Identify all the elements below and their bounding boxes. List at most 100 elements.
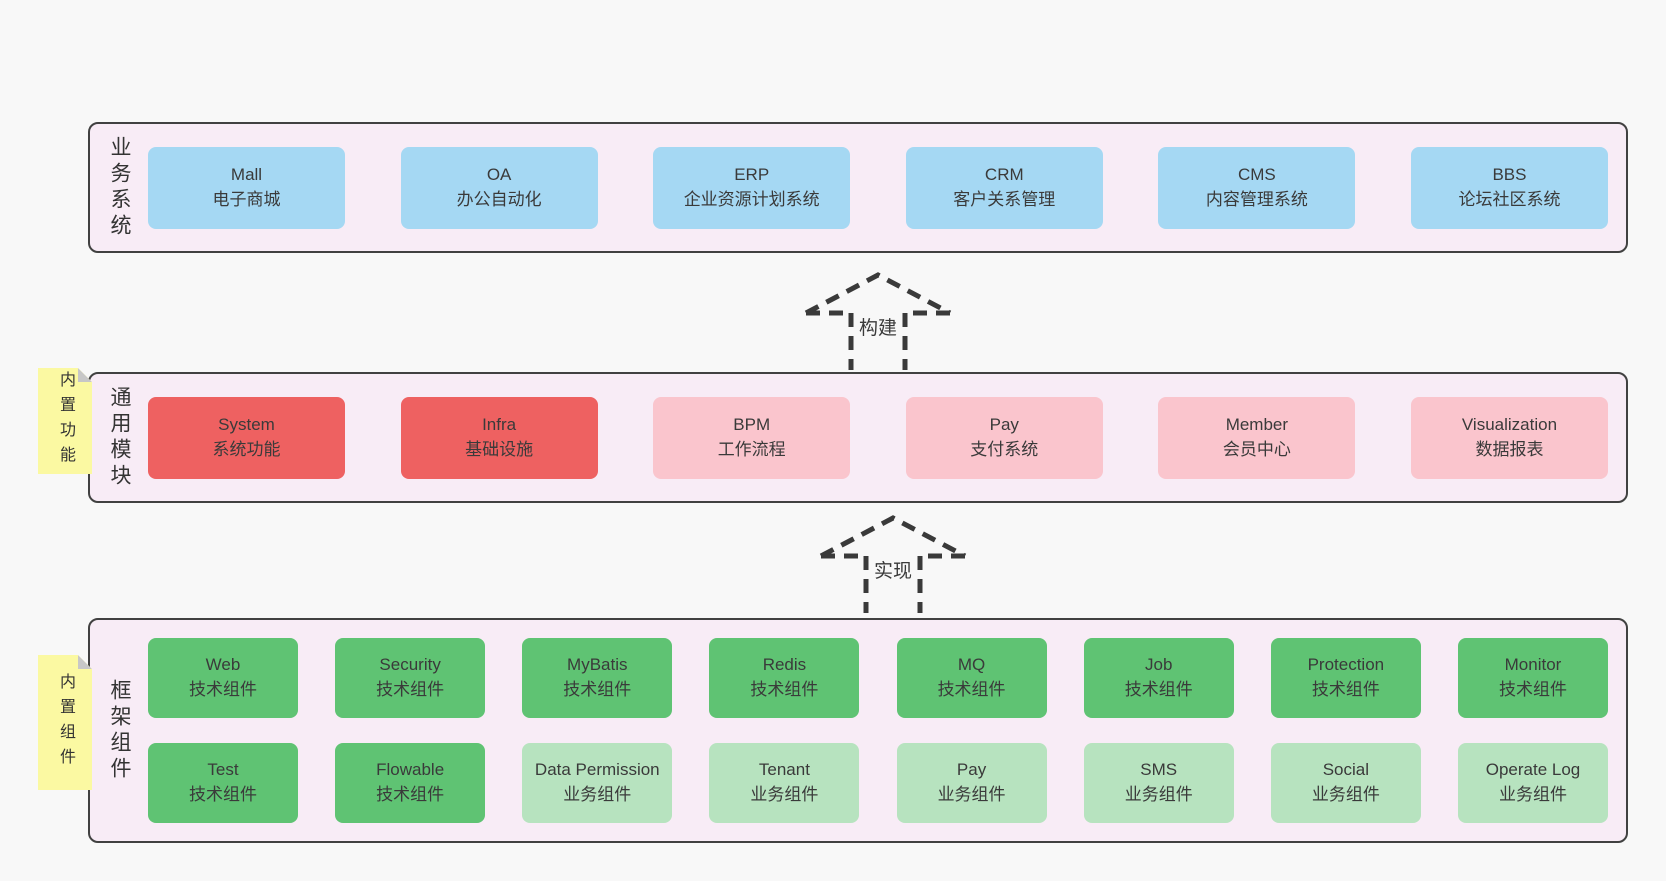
band-label: 通用模块 bbox=[108, 385, 131, 490]
box-subtitle: 支付系统 bbox=[970, 439, 1039, 459]
band-common-modules: 通用模块 System 系统功能 Infra 基础设施 BPM 工作流程 Pay… bbox=[88, 372, 1628, 503]
box-title: Pay bbox=[989, 414, 1019, 434]
band-label: 业务系统 bbox=[108, 135, 131, 240]
sticky-built-in-components: 内置组件 bbox=[38, 655, 92, 790]
box-subtitle: 电子商城 bbox=[212, 189, 281, 209]
box-flowable: Flowable 技术组件 bbox=[335, 743, 486, 823]
box-title: CMS bbox=[1237, 164, 1276, 184]
box-crm: CRM 客户关系管理 bbox=[905, 146, 1103, 229]
sticky-label: 内置功能 bbox=[57, 371, 74, 471]
box-subtitle: 业务组件 bbox=[1498, 785, 1567, 804]
box-subtitle: 办公自动化 bbox=[456, 189, 542, 209]
box-subtitle: 业务组件 bbox=[1311, 785, 1380, 804]
box-subtitle: 业务组件 bbox=[563, 785, 632, 804]
box-subtitle: 技术组件 bbox=[1124, 680, 1193, 699]
box-subtitle: 技术组件 bbox=[937, 680, 1006, 699]
box-title: CRM bbox=[984, 164, 1024, 184]
box-subtitle: 客户关系管理 bbox=[953, 189, 1056, 209]
arrow-label: 实现 bbox=[868, 554, 918, 585]
component-row-1: Web 技术组件 Security 技术组件 MyBatis 技术组件 Redi… bbox=[148, 638, 1608, 718]
box-subtitle: 基础设施 bbox=[465, 439, 534, 459]
box-bbs: BBS 论坛社区系统 bbox=[1410, 146, 1608, 229]
box-protection: Protection 技术组件 bbox=[1270, 638, 1421, 718]
box-tenant: Tenant 业务组件 bbox=[709, 743, 860, 823]
box-subtitle: 技术组件 bbox=[189, 680, 257, 699]
box-erp: ERP 企业资源计划系统 bbox=[653, 146, 851, 229]
band-content: System 系统功能 Infra 基础设施 BPM 工作流程 Pay 支付系统… bbox=[148, 374, 1626, 501]
box-data-permission: Data Permission 业务组件 bbox=[522, 743, 673, 823]
band-content: Web 技术组件 Security 技术组件 MyBatis 技术组件 Redi… bbox=[148, 620, 1626, 841]
box-subtitle: 技术组件 bbox=[189, 785, 257, 804]
box-title: Redis bbox=[762, 655, 807, 675]
up-arrow-icon bbox=[804, 272, 952, 370]
box-subtitle: 技术组件 bbox=[1498, 680, 1567, 699]
box-subtitle: 业务组件 bbox=[1124, 785, 1193, 804]
box-subtitle: 技术组件 bbox=[376, 785, 445, 804]
box-social: Social 业务组件 bbox=[1270, 743, 1421, 823]
box-subtitle: 系统功能 bbox=[212, 439, 281, 459]
band-label: 框架组件 bbox=[108, 678, 131, 783]
box-title: Social bbox=[1322, 760, 1369, 780]
box-mq: MQ 技术组件 bbox=[896, 638, 1047, 718]
component-row-2: Test 技术组件 Flowable 技术组件 Data Permission … bbox=[148, 743, 1608, 823]
box-title: Test bbox=[207, 760, 239, 780]
box-mall: Mall 电子商城 bbox=[148, 146, 345, 229]
box-title: ERP bbox=[734, 164, 770, 184]
box-visualization: Visualization 数据报表 bbox=[1410, 396, 1608, 479]
box-subtitle: 会员中心 bbox=[1222, 439, 1291, 459]
box-title: Monitor bbox=[1504, 655, 1562, 675]
box-title: Tenant bbox=[758, 760, 810, 780]
box-title: System bbox=[218, 414, 275, 434]
box-title: BBS bbox=[1492, 164, 1527, 184]
box-subtitle: 内容管理系统 bbox=[1205, 189, 1308, 209]
sticky-label: 内置组件 bbox=[57, 672, 74, 773]
box-bpm: BPM 工作流程 bbox=[653, 396, 851, 479]
box-title: Security bbox=[379, 655, 441, 675]
box-cms: CMS 内容管理系统 bbox=[1158, 146, 1356, 229]
box-pay-biz: Pay 业务组件 bbox=[896, 743, 1047, 823]
box-title: MyBatis bbox=[567, 655, 628, 675]
box-subtitle: 数据报表 bbox=[1475, 439, 1544, 459]
box-oa: OA 办公自动化 bbox=[400, 146, 598, 229]
box-title: MQ bbox=[957, 655, 986, 675]
box-title: Flowable bbox=[376, 760, 445, 780]
sticky-built-in-features: 内置功能 bbox=[38, 368, 92, 474]
box-title: Infra bbox=[482, 414, 517, 434]
box-infra: Infra 基础设施 bbox=[400, 396, 598, 479]
box-title: Job bbox=[1144, 655, 1173, 675]
arrow-build: 构建 bbox=[798, 270, 958, 370]
box-test: Test 技术组件 bbox=[148, 743, 298, 823]
box-sms: SMS 业务组件 bbox=[1083, 743, 1234, 823]
box-mybatis: MyBatis 技术组件 bbox=[522, 638, 673, 718]
up-arrow-icon bbox=[819, 515, 967, 613]
box-subtitle: 业务组件 bbox=[750, 785, 819, 804]
box-monitor: Monitor 技术组件 bbox=[1457, 638, 1608, 718]
arrow-implement: 实现 bbox=[813, 513, 973, 613]
box-subtitle: 企业资源计划系统 bbox=[683, 189, 820, 209]
box-title: Data Permission bbox=[534, 760, 660, 780]
box-security: Security 技术组件 bbox=[335, 638, 486, 718]
box-subtitle: 论坛社区系统 bbox=[1458, 189, 1561, 209]
arrow-label: 构建 bbox=[853, 311, 903, 342]
band-content: Mall 电子商城 OA 办公自动化 ERP 企业资源计划系统 CRM 客户关系… bbox=[148, 124, 1626, 251]
band-business-systems: 业务系统 Mall 电子商城 OA 办公自动化 ERP 企业资源计划系统 CRM… bbox=[88, 122, 1628, 253]
box-title: Operate Log bbox=[1485, 760, 1581, 780]
box-subtitle: 技术组件 bbox=[563, 680, 632, 699]
box-title: Visualization bbox=[1461, 414, 1558, 434]
box-subtitle: 工作流程 bbox=[717, 439, 786, 459]
box-title: Pay bbox=[956, 760, 987, 780]
box-title: BPM bbox=[733, 414, 771, 434]
box-subtitle: 技术组件 bbox=[376, 680, 445, 699]
box-title: Member bbox=[1225, 414, 1289, 434]
box-subtitle: 技术组件 bbox=[750, 680, 819, 699]
box-subtitle: 技术组件 bbox=[1311, 680, 1380, 699]
box-title: Mall bbox=[230, 164, 263, 184]
box-title: Protection bbox=[1307, 655, 1385, 675]
box-web: Web 技术组件 bbox=[148, 638, 298, 718]
box-title: OA bbox=[486, 164, 512, 184]
band-framework-components: 框架组件 Web 技术组件 Security 技术组件 MyBatis 技术组件… bbox=[88, 618, 1628, 843]
box-title: SMS bbox=[1140, 760, 1178, 780]
box-title: Web bbox=[205, 655, 241, 675]
box-member: Member 会员中心 bbox=[1158, 396, 1356, 479]
